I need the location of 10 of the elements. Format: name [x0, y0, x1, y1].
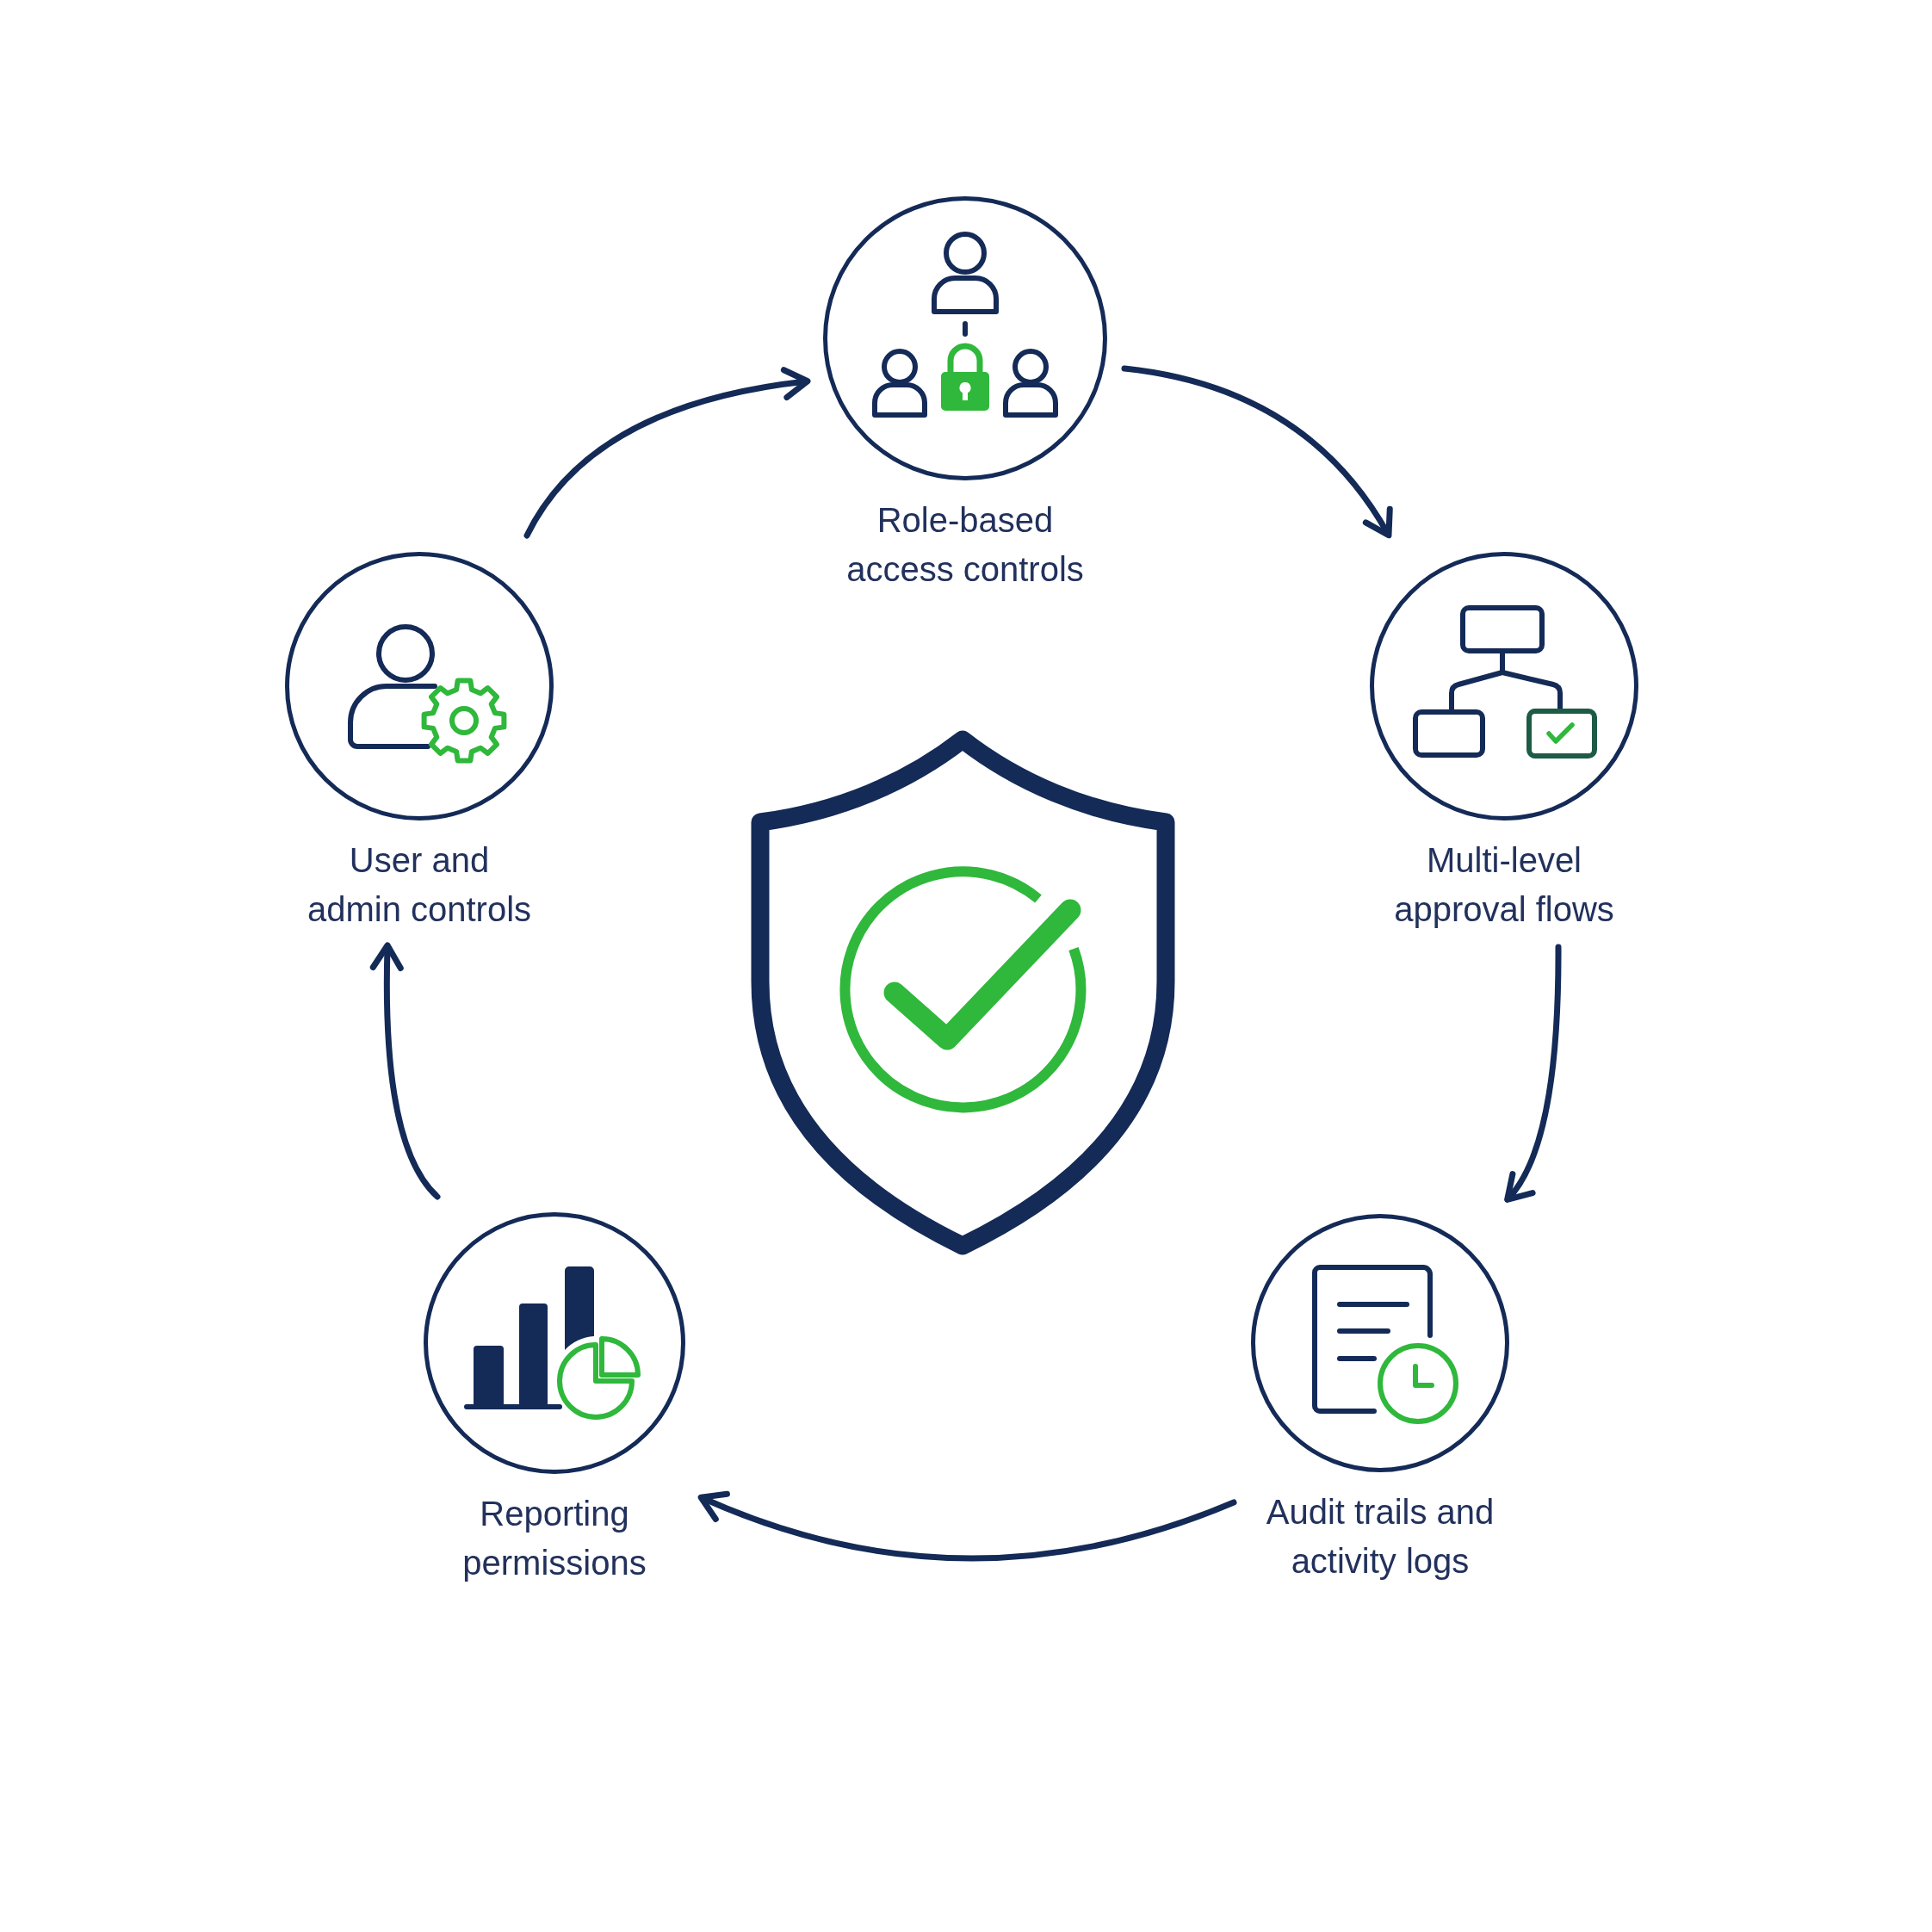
feature-label: Audit trails and activity logs [1265, 1492, 1495, 1582]
feature-label: Reporting permissions [461, 1494, 647, 1583]
curved-arrow [370, 942, 441, 1200]
curved-arrow [1121, 365, 1392, 539]
curved-arrow [697, 1489, 1237, 1562]
feature-label: User and admin controls [306, 840, 533, 930]
feature-label: Role-based access controls [845, 500, 1085, 590]
feature-label: Multi-level approval flows [1393, 840, 1615, 930]
curved-arrow [523, 367, 811, 539]
curved-arrow [1504, 944, 1562, 1204]
